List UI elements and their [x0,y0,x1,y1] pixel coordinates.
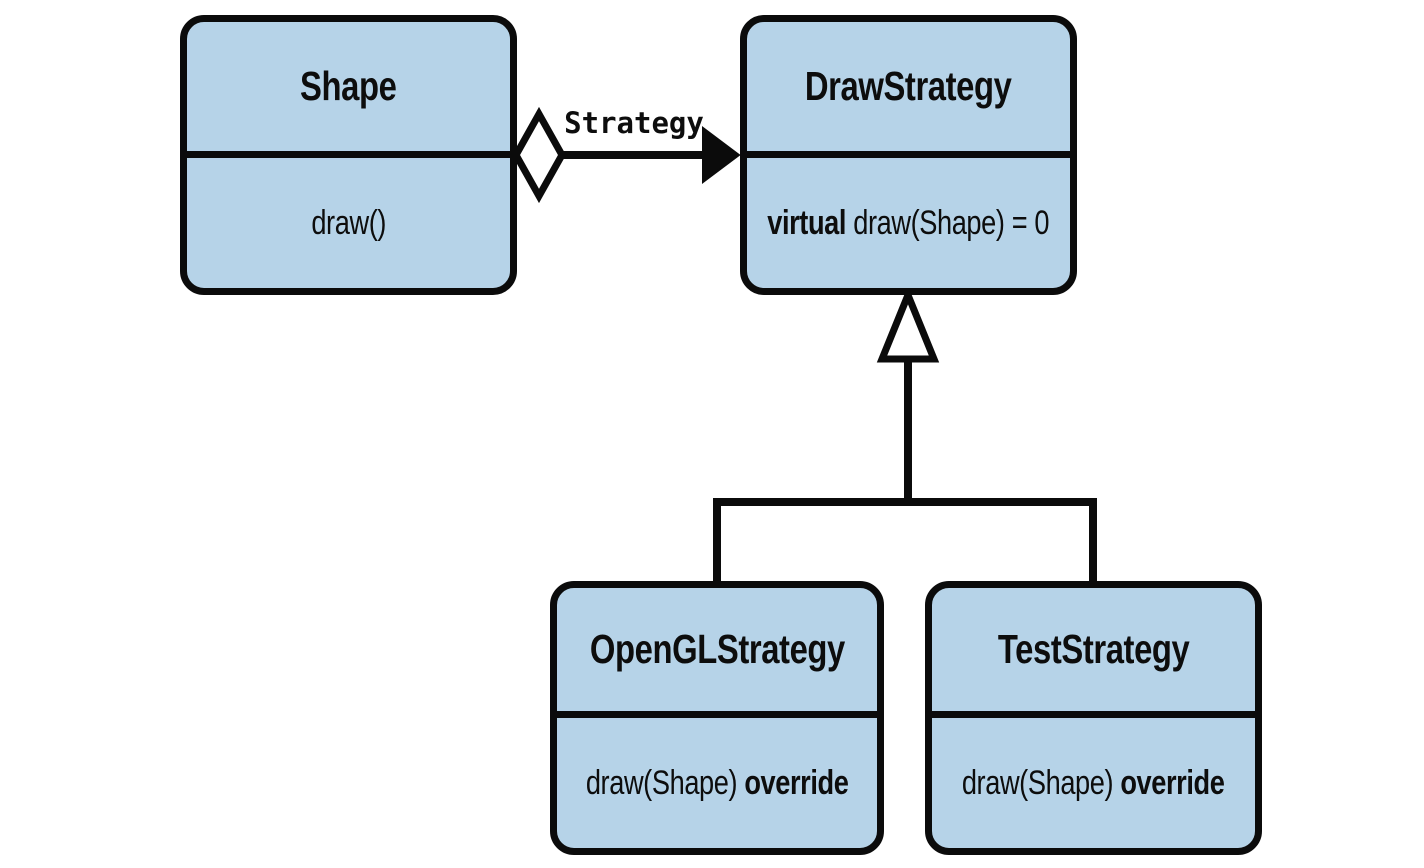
method-label: draw(Shape) override [585,763,849,802]
class-name-label: TestStrategy [997,626,1190,672]
class-title-drawstrategy: DrawStrategy [747,22,1070,158]
class-title-teststrategy: TestStrategy [932,588,1255,718]
method-label: draw() [311,203,386,242]
class-method-shape: draw() [187,158,510,288]
class-method-teststrategy: draw(Shape) override [932,718,1255,848]
class-box-drawstrategy: DrawStrategy virtual draw(Shape) = 0 [740,15,1077,295]
aggregation-label: Strategy [564,106,704,140]
class-title-openglstrategy: OpenGLStrategy [557,588,877,718]
inheritance-triangle-icon [876,285,940,363]
inheritance-connector [713,498,1097,587]
aggregation-diamond-icon [511,106,567,204]
method-label: virtual draw(Shape) = 0 [767,203,1050,242]
class-box-shape: Shape draw() [180,15,517,295]
class-name-label: Shape [300,63,397,109]
class-title-shape: Shape [187,22,510,158]
aggregation-arrowhead-icon [702,126,741,184]
class-box-openglstrategy: OpenGLStrategy draw(Shape) override [550,581,884,855]
class-method-drawstrategy: virtual draw(Shape) = 0 [747,158,1070,288]
class-box-teststrategy: TestStrategy draw(Shape) override [925,581,1262,855]
class-name-label: OpenGLStrategy [589,626,845,672]
class-method-openglstrategy: draw(Shape) override [557,718,877,848]
method-label: draw(Shape) override [962,763,1225,802]
class-name-label: DrawStrategy [805,63,1012,109]
